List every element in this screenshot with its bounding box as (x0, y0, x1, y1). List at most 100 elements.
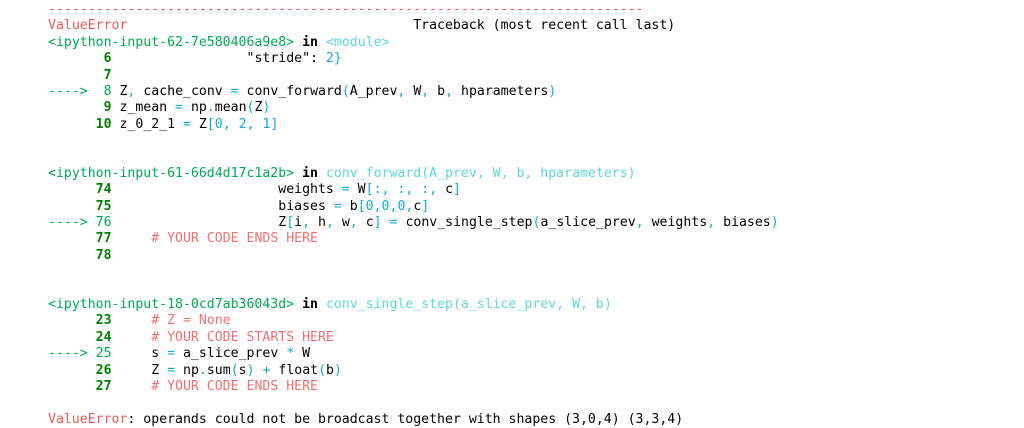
code-token: stride (254, 51, 303, 67)
traceback-label: Traceback (most recent call last) (413, 18, 676, 34)
code-token: ( (318, 362, 327, 378)
code-token: } (333, 51, 342, 67)
frame-header: <ipython-input-62-7e580406a9e8> in <modu… (48, 35, 779, 51)
gutter-spacer (48, 51, 96, 66)
code-token: sum (206, 362, 231, 378)
code-line-current: ----> 25 s = a_slice_prev * W (48, 346, 779, 362)
code-line: 78 (48, 248, 779, 264)
sp (294, 35, 302, 50)
code-token: # YOUR CODE ENDS HERE (119, 231, 318, 247)
code-token: cache_conv (135, 83, 231, 99)
frame-file: <ipython-input-18-0cd7ab36043d> (48, 297, 295, 313)
frame-header: <ipython-input-18-0cd7ab36043d> in conv_… (48, 297, 779, 313)
code-token: weights (119, 182, 342, 198)
blank-line (48, 133, 779, 149)
code-token: , (405, 198, 414, 214)
code-token: 2 (238, 116, 247, 132)
gutter-spacer (48, 363, 96, 378)
code-token: = (167, 362, 176, 378)
code-token: , (373, 198, 382, 214)
code-token: ( (230, 362, 239, 378)
code-token: z_mean (119, 100, 176, 116)
gutter-spacer (48, 231, 96, 246)
code-line-number: 77 (95, 231, 120, 247)
code-token: ) (333, 362, 342, 378)
code-token: biases (715, 215, 771, 231)
code-token: ] (373, 215, 382, 231)
code-line: 23 # Z = None (48, 313, 779, 329)
sp (318, 166, 326, 181)
code-line: 7 (48, 68, 779, 84)
sp (318, 35, 326, 50)
code-line-number: 74 (95, 182, 120, 198)
gutter-spacer (48, 117, 96, 132)
code-line-number: 76 (95, 215, 120, 231)
code-token: " (119, 51, 255, 67)
code-line-number: 24 (95, 329, 120, 345)
blank-line (48, 281, 779, 297)
code-token: ) (770, 215, 779, 231)
frame-in-keyword: in (302, 34, 318, 50)
code-token: Z (119, 215, 287, 231)
gutter-spacer (48, 379, 96, 394)
code-line-number: 7 (95, 67, 120, 83)
code-token: s (238, 362, 247, 378)
code-token: c (413, 198, 422, 214)
code-line: 24 # YOUR CODE STARTS HERE (48, 330, 779, 346)
code-token: 0 (214, 116, 223, 132)
code-line: 6 "stride": 2} (48, 51, 779, 67)
code-token: i (294, 215, 303, 231)
code-token: , (325, 215, 334, 231)
code-token: hparameters (453, 83, 549, 99)
frame-file: <ipython-input-62-7e580406a9e8> (48, 34, 295, 50)
code-token: w (333, 215, 350, 231)
code-line: 75 biases = b[0,0,0,c] (48, 199, 779, 215)
code-token (231, 117, 239, 132)
code-token: :, (421, 182, 438, 198)
code-token: 0 (381, 198, 390, 214)
code-line: 27 # YOUR CODE ENDS HERE (48, 379, 779, 395)
frame-function: conv_single_step(a_slice_prev, W, b) (325, 297, 612, 313)
code-token: [ (206, 116, 215, 132)
code-token: W (349, 182, 366, 198)
traceback-separator: ----------------------------------------… (48, 2, 779, 18)
code-token: * (286, 346, 295, 362)
code-token: = (183, 116, 191, 132)
code-line: 26 Z = np.sum(s) + float(b) (48, 363, 779, 379)
code-token (119, 248, 127, 263)
frame-in-keyword: in (302, 297, 318, 313)
code-token: weights (643, 215, 708, 231)
code-token: ] (270, 116, 279, 132)
code-token: [ (286, 215, 295, 231)
code-token: , (397, 83, 406, 99)
code-token: . (198, 362, 207, 378)
gutter-spacer (48, 182, 96, 197)
code-token: b (429, 83, 446, 99)
code-token: 0 (397, 198, 406, 214)
code-token: [:, (365, 182, 390, 198)
code-token: # YOUR CODE ENDS HERE (119, 378, 318, 394)
code-token: Z (119, 83, 128, 99)
code-token: . (206, 100, 215, 116)
code-token: Z (119, 362, 168, 378)
code-token: b (326, 362, 334, 378)
code-token: # Z = None (119, 313, 231, 329)
code-token: , (389, 198, 398, 214)
code-token: biases (119, 198, 334, 214)
code-token: ( (532, 215, 541, 231)
code-token: + (262, 362, 271, 378)
sp (294, 297, 302, 312)
code-token: = (175, 100, 183, 116)
gutter-spacer (48, 313, 96, 328)
code-token: ( (341, 83, 350, 99)
code-token: np (183, 100, 207, 116)
traceback-header: ValueError Traceback (most recent call l… (48, 18, 779, 34)
separator-rule: ----------------------------------------… (48, 2, 644, 17)
code-token: , (127, 83, 136, 99)
final-error-message: operands could not be broadcast together… (143, 411, 684, 427)
blank-line (48, 395, 779, 411)
code-token: conv_single_step (397, 215, 533, 231)
code-token: = (167, 346, 176, 362)
code-token: 0 (365, 198, 374, 214)
code-token: ] (421, 198, 430, 214)
